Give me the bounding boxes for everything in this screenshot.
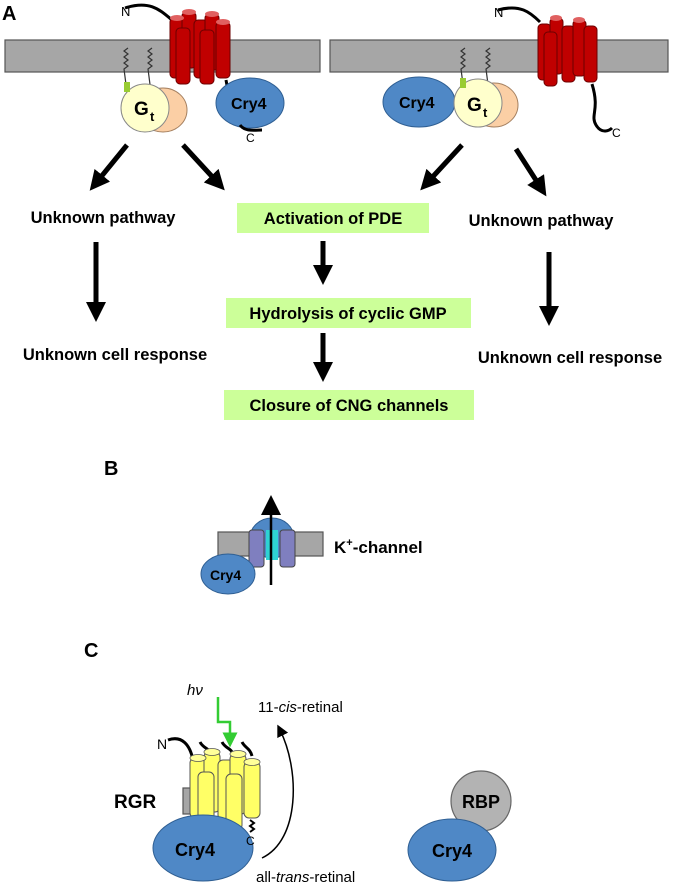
c-terminus-c: C: [246, 834, 255, 848]
rbp-label: RBP: [462, 792, 500, 812]
lipid-anchor-left-2: [147, 47, 153, 101]
cry4-right-label: Cry4: [399, 95, 435, 112]
cry4-rbp: [407, 818, 497, 882]
cry4-b-label: Cry4: [210, 567, 241, 583]
trans-retinal-label: all-trans-retinal: [256, 869, 355, 886]
c-terminus-right: C: [612, 126, 621, 140]
opsin-receptor-right: [497, 6, 614, 133]
channel-subunit-left: [248, 529, 265, 568]
panel-a-label: A: [2, 3, 16, 25]
membrane-left: [4, 39, 321, 73]
cry4-left: [215, 77, 285, 129]
g-subscript-left: t: [150, 109, 155, 124]
g-subscript-right: t: [483, 105, 488, 120]
cry4-left-label: Cry4: [231, 96, 267, 113]
unknown-pathway-right: Unknown pathway: [469, 212, 615, 230]
retinal-flow-arrow: [261, 724, 294, 859]
unknown-response-right: Unknown cell response: [478, 349, 662, 367]
cry4-c-label: Cry4: [175, 840, 215, 860]
panel-b-label: B: [104, 458, 118, 480]
unknown-pathway-left: Unknown pathway: [31, 209, 177, 227]
c-tail-left: [238, 123, 263, 132]
opsin-receptor-left: [124, 3, 241, 127]
light-arrow: [216, 697, 238, 748]
cascade-box-2: [226, 298, 471, 328]
n-terminus-right: N: [494, 5, 503, 20]
cascade-box-1: [237, 203, 429, 233]
g-protein-left: G: [134, 99, 149, 120]
anchor-tag-right: [460, 78, 466, 88]
arrow-left-to-unknown: [89, 143, 129, 191]
lipid-anchor-right-1: [460, 47, 466, 101]
lipid-anchor-right-2: [485, 47, 491, 101]
g-protein-right: G: [467, 95, 482, 116]
anchor-tag-left: [124, 82, 130, 92]
rgr-receptor: [167, 737, 261, 833]
cascade-step-2: Hydrolysis of cyclic GMP: [249, 305, 446, 323]
cascade-step-1: Activation of PDE: [264, 210, 402, 228]
cry4-rbp-label: Cry4: [432, 841, 472, 861]
g-alpha-left: [120, 83, 170, 133]
g-alpha-right: [453, 78, 503, 128]
rgr-label: RGR: [114, 792, 157, 813]
membrane-right: [329, 39, 669, 73]
c-terminus-left: C: [246, 131, 255, 145]
cis-retinal-label: 11-cis-retinal: [258, 699, 343, 716]
panel-c-label: C: [84, 640, 98, 662]
channel-subunit-right: [279, 529, 296, 568]
unknown-response-left: Unknown cell response: [23, 346, 207, 364]
cascade-step-3: Closure of CNG channels: [250, 397, 449, 415]
arrow-left-to-pde: [181, 143, 225, 191]
lipid-anchor-left-1: [123, 47, 129, 101]
hv-label: hν: [187, 682, 203, 699]
arrow-right-to-unknown: [513, 147, 547, 197]
cascade-box-3: [224, 390, 474, 420]
cry4-b: [200, 553, 256, 595]
arrow-right-to-pde: [420, 143, 464, 191]
cry4-c: [152, 814, 254, 882]
k-channel-label: K+-channel: [334, 537, 423, 557]
n-terminus-c: N: [157, 736, 167, 752]
n-terminus-left: N: [121, 4, 130, 19]
